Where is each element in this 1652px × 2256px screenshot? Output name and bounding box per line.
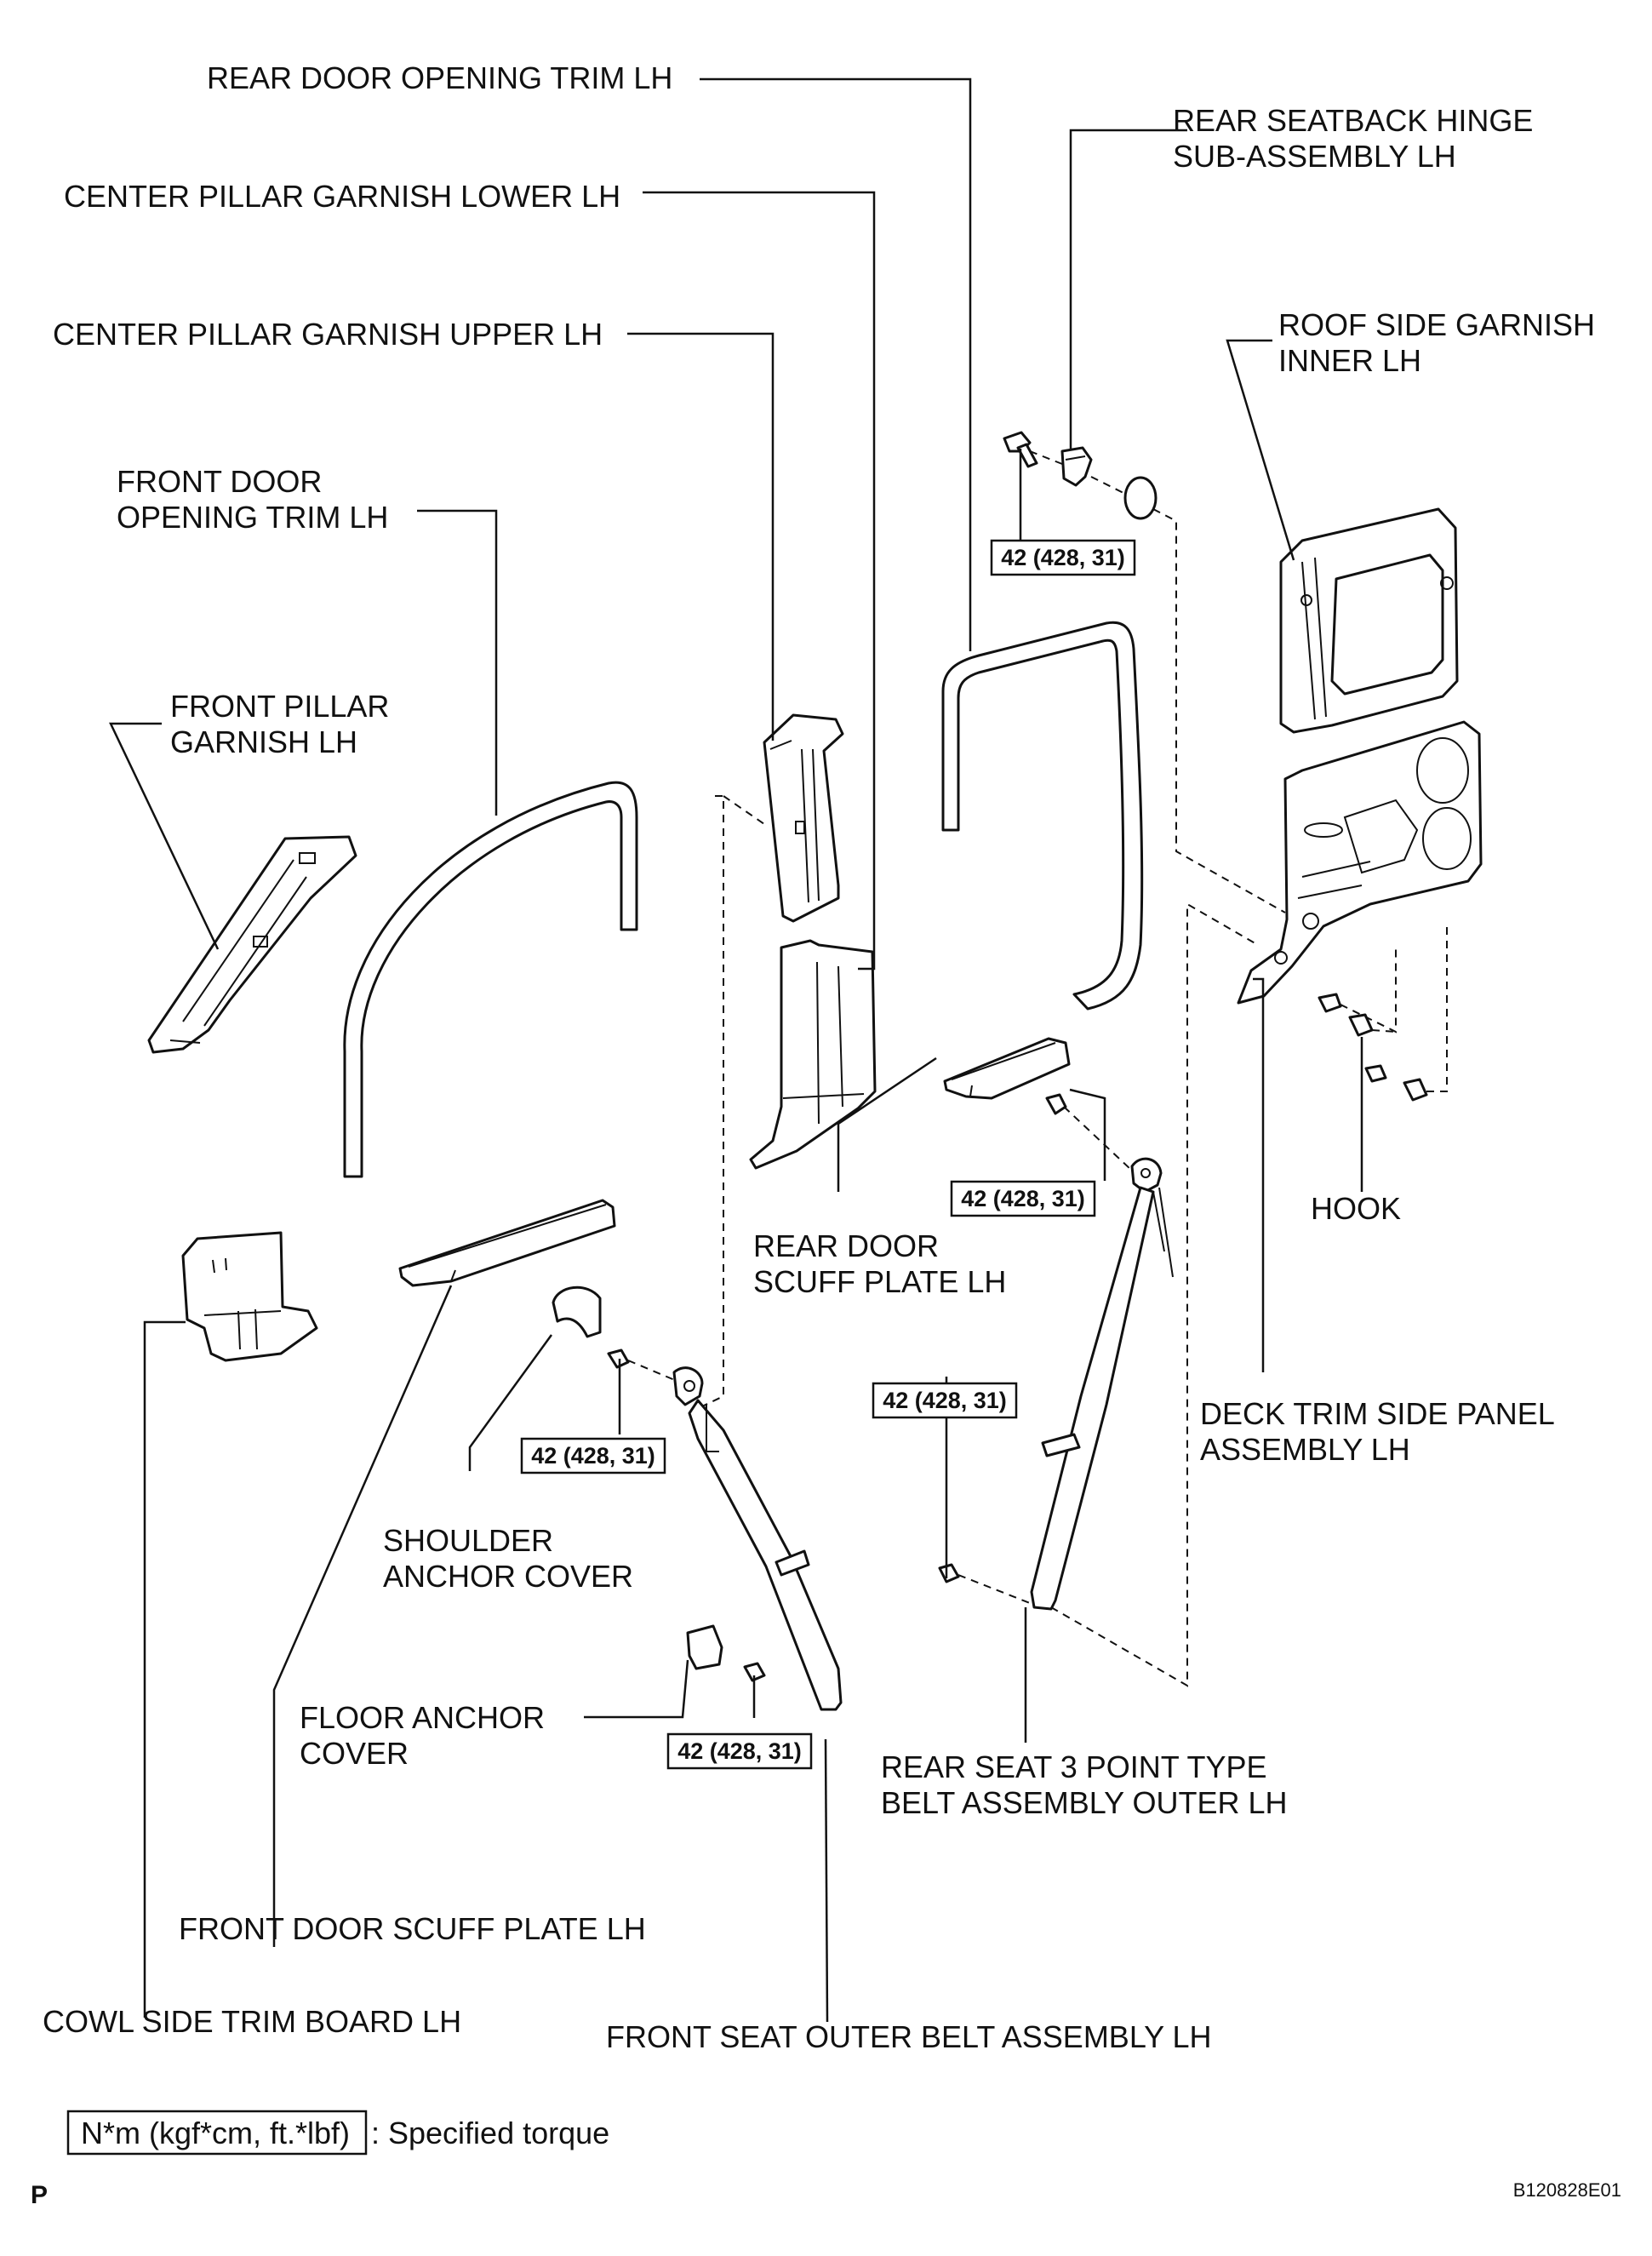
roof-side-garnish-part	[1279, 507, 1459, 734]
torque-spec-front-belt-upper: 42 (428, 31)	[520, 1437, 666, 1474]
bolt-parts	[607, 1093, 1067, 1682]
label-cowl-side: COWL SIDE TRIM BOARD LH	[43, 2004, 461, 2039]
svg-text:42 (428, 31): 42 (428, 31)	[677, 1738, 802, 1764]
cowl-side-trim-board-part	[181, 1231, 318, 1362]
label-shoulder-anchor-line1: SHOULDER	[383, 1523, 553, 1558]
front-seat-belt-part	[672, 1366, 843, 1711]
torque-spec-rear-belt-upper: 42 (428, 31)	[950, 1180, 1096, 1217]
label-roof-side-garnish-line1: ROOF SIDE GARNISH	[1278, 307, 1595, 342]
label-rear-seatback-hinge-line2: SUB-ASSEMBLY LH	[1173, 139, 1456, 174]
label-hook: HOOK	[1311, 1191, 1401, 1226]
torque-spec-hinge: 42 (428, 31)	[990, 539, 1136, 576]
label-center-pillar-lower: CENTER PILLAR GARNISH LOWER LH	[64, 179, 620, 214]
torque-legend: N*m (kgf*cm, ft.*lbf) : Specified torque	[66, 2110, 609, 2156]
svg-text:42 (428, 31): 42 (428, 31)	[883, 1388, 1007, 1413]
label-deck-trim-line1: DECK TRIM SIDE PANEL	[1200, 1396, 1555, 1431]
label-rear-door-scuff-line1: REAR DOOR	[753, 1228, 939, 1263]
page-marker: P	[31, 2181, 48, 2209]
label-shoulder-anchor-line2: ANCHOR COVER	[383, 1559, 633, 1594]
center-pillar-garnish-lower-part	[749, 939, 877, 1170]
torque-spec-front-belt-lower: 42 (428, 31)	[666, 1732, 813, 1770]
label-front-seat-belt: FRONT SEAT OUTER BELT ASSEMBLY LH	[606, 2019, 1212, 2054]
label-floor-anchor-line1: FLOOR ANCHOR	[300, 1700, 545, 1735]
label-center-pillar-upper: CENTER PILLAR GARNISH UPPER LH	[53, 317, 603, 352]
label-front-door-opening-trim-line2: OPENING TRIM LH	[117, 500, 388, 535]
rear-seatback-hinge-part	[1003, 431, 1158, 520]
center-pillar-garnish-upper-part	[763, 713, 844, 923]
label-rear-seatback-hinge-line1: REAR SEATBACK HINGE	[1173, 103, 1533, 138]
label-roof-side-garnish-line2: INNER LH	[1278, 343, 1421, 378]
label-front-pillar-garnish-line2: GARNISH LH	[170, 724, 357, 759]
deck-trim-side-panel-part	[1237, 720, 1483, 1005]
front-door-scuff-plate-part	[398, 1199, 616, 1287]
label-front-pillar-garnish-line1: FRONT PILLAR	[170, 689, 389, 724]
front-pillar-garnish-part	[147, 835, 357, 1054]
label-floor-anchor-line2: COVER	[300, 1736, 409, 1771]
hook-parts	[1318, 993, 1428, 1102]
rear-seat-belt-part	[1030, 1157, 1174, 1611]
label-front-door-scuff: FRONT DOOR SCUFF PLATE LH	[179, 1911, 646, 1946]
leader-lines	[109, 77, 1363, 2023]
svg-text:42 (428, 31): 42 (428, 31)	[961, 1186, 1085, 1211]
label-rear-door-scuff-line2: SCUFF PLATE LH	[753, 1264, 1006, 1299]
svg-text:42 (428, 31): 42 (428, 31)	[531, 1443, 655, 1469]
installation-dashed-lines	[627, 450, 1448, 1687]
label-rear-door-opening-trim: REAR DOOR OPENING TRIM LH	[207, 60, 672, 95]
svg-text:42 (428, 31): 42 (428, 31)	[1001, 545, 1125, 570]
label-rear-seat-belt-line1: REAR SEAT 3 POINT TYPE	[881, 1749, 1266, 1784]
figure-code: B120828E01	[1513, 2179, 1621, 2201]
rear-door-scuff-plate-part	[943, 1037, 1071, 1100]
label-rear-seat-belt-line2: BELT ASSEMBLY OUTER LH	[881, 1785, 1288, 1820]
floor-anchor-cover-part	[686, 1624, 723, 1670]
rear-door-opening-trim-part	[941, 621, 1144, 1011]
label-front-door-opening-trim-line1: FRONT DOOR	[117, 464, 322, 499]
legend-description: : Specified torque	[371, 2116, 609, 2150]
shoulder-anchor-cover-part	[552, 1285, 602, 1338]
torque-spec-rear-belt-lower: 42 (428, 31)	[872, 1382, 1018, 1419]
legend-box-text: N*m (kgf*cm, ft.*lbf)	[81, 2116, 350, 2150]
front-door-opening-trim-part	[343, 781, 638, 1178]
label-deck-trim-line2: ASSEMBLY LH	[1200, 1432, 1410, 1467]
